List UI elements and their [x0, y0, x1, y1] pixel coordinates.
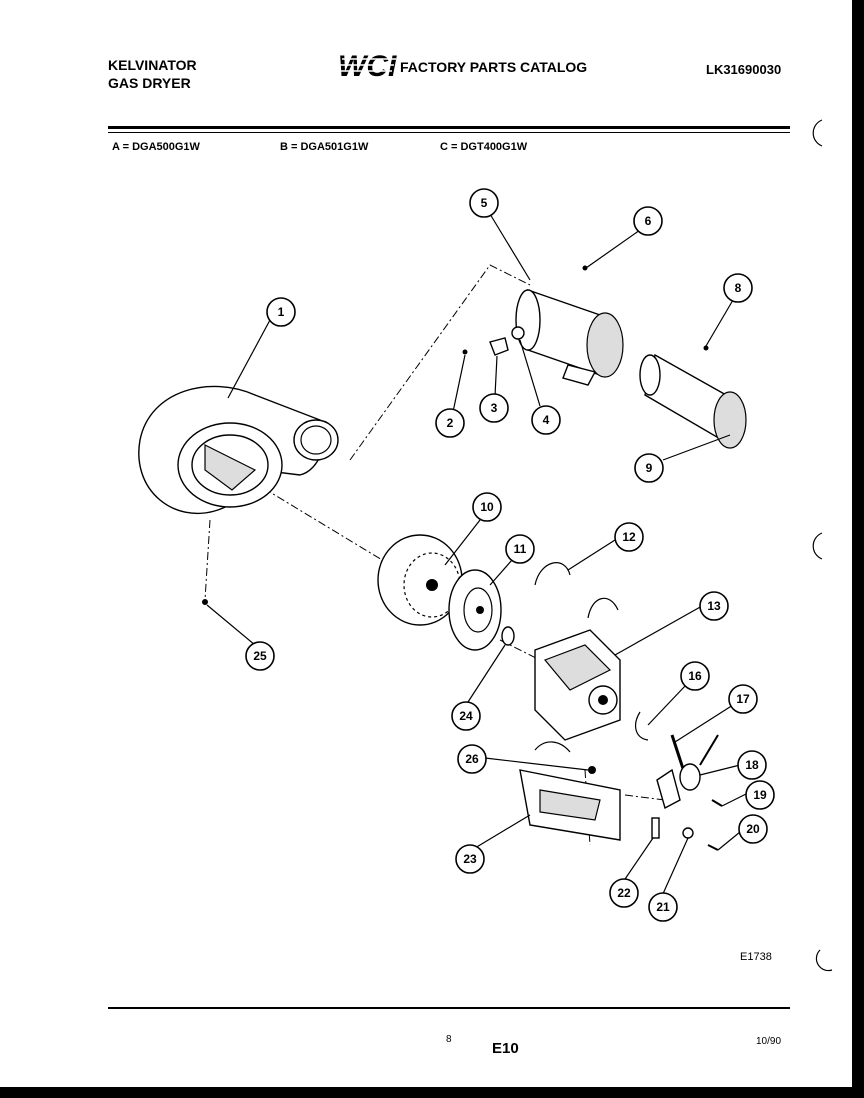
svg-text:2: 2: [447, 416, 454, 430]
svg-text:9: 9: [646, 461, 653, 475]
svg-text:8: 8: [735, 281, 742, 295]
callout-19: 19: [745, 780, 775, 810]
page-code: E10: [492, 1040, 519, 1057]
svg-text:6: 6: [645, 214, 652, 228]
callout-8: 8: [723, 273, 753, 303]
svg-text:23: 23: [463, 852, 477, 866]
svg-text:26: 26: [465, 752, 479, 766]
wci-logo-mark: WCI: [338, 50, 397, 83]
callout-11: 11: [505, 534, 535, 564]
product-type: GAS DRYER: [108, 75, 191, 91]
switch-parts: [634, 711, 719, 810]
svg-text:24: 24: [459, 709, 473, 723]
callout-3: 3: [479, 393, 509, 423]
callout-18: 18: [737, 750, 767, 780]
small-fasteners: [462, 265, 709, 356]
callout-13: 13: [699, 591, 729, 621]
blower-housing: [138, 385, 339, 515]
svg-text:5: 5: [481, 196, 488, 210]
logo-text: WCI: [338, 50, 397, 80]
catalog-number: LK31690030: [706, 62, 782, 77]
svg-text:19: 19: [753, 788, 767, 802]
callout-16: 16: [680, 661, 710, 691]
callout-5: 5: [469, 188, 499, 218]
drawing-code: E1738: [740, 951, 772, 963]
wci-logo: WCI: [336, 50, 398, 85]
binder-holes: [812, 119, 833, 972]
svg-text:1: 1: [278, 305, 285, 319]
svg-text:16: 16: [688, 669, 702, 683]
exhaust-duct: [515, 289, 624, 386]
callout-6: 6: [633, 206, 663, 236]
model-b: B = DGA501G1W: [280, 141, 369, 153]
motor-mount: [519, 741, 621, 841]
spacer: [501, 626, 515, 646]
model-a: A = DGA500G1W: [112, 141, 200, 153]
header-rule-thick: [108, 126, 790, 129]
svg-text:11: 11: [514, 542, 527, 556]
callout-4: 4: [531, 405, 561, 435]
leader-lines: [206, 213, 749, 897]
callout-20: 20: [738, 814, 768, 844]
svg-text:22: 22: [617, 886, 631, 900]
callout-26: 26: [457, 744, 487, 774]
callout-17: 17: [728, 684, 758, 714]
small-hardware: [202, 599, 723, 851]
brand-block: KELVINATOR GAS DRYER: [108, 56, 197, 92]
catalog-title: FACTORY PARTS CATALOG: [400, 59, 588, 75]
svg-text:20: 20: [746, 822, 760, 836]
callout-1: 1: [266, 297, 296, 327]
motor-clamps: [534, 562, 619, 619]
svg-text:21: 21: [656, 900, 670, 914]
callout-9: 9: [634, 453, 664, 483]
svg-text:17: 17: [736, 692, 750, 706]
svg-text:12: 12: [622, 530, 636, 544]
callout-22: 22: [609, 878, 639, 908]
drive-motor: [534, 629, 621, 741]
svg-text:10: 10: [480, 500, 494, 514]
svg-text:4: 4: [543, 413, 550, 427]
brand-name: KELVINATOR: [108, 57, 197, 73]
callout-10: 10: [472, 492, 502, 522]
seal-plate: [448, 569, 502, 651]
revision-date: 10/90: [756, 1036, 782, 1047]
footer-rule: [108, 1007, 790, 1009]
duct-tube: [639, 353, 747, 449]
page-number: 8: [446, 1034, 452, 1045]
svg-text:3: 3: [491, 401, 498, 415]
header-rule-thin: [108, 132, 790, 133]
callout-23: 23: [455, 844, 485, 874]
model-c: C = DGT400G1W: [440, 141, 528, 153]
callout-25: 25: [245, 641, 275, 671]
callout-21: 21: [648, 892, 678, 922]
svg-text:25: 25: [253, 649, 267, 663]
svg-text:13: 13: [707, 599, 721, 613]
svg-text:18: 18: [745, 758, 759, 772]
callout-24: 24: [451, 701, 481, 731]
exploded-parts-diagram: 1 2 3 4 5 6 8 9 10 11 12 13 16 17 18 19 …: [138, 119, 833, 972]
callout-12: 12: [614, 522, 644, 552]
callout-2: 2: [435, 408, 465, 438]
